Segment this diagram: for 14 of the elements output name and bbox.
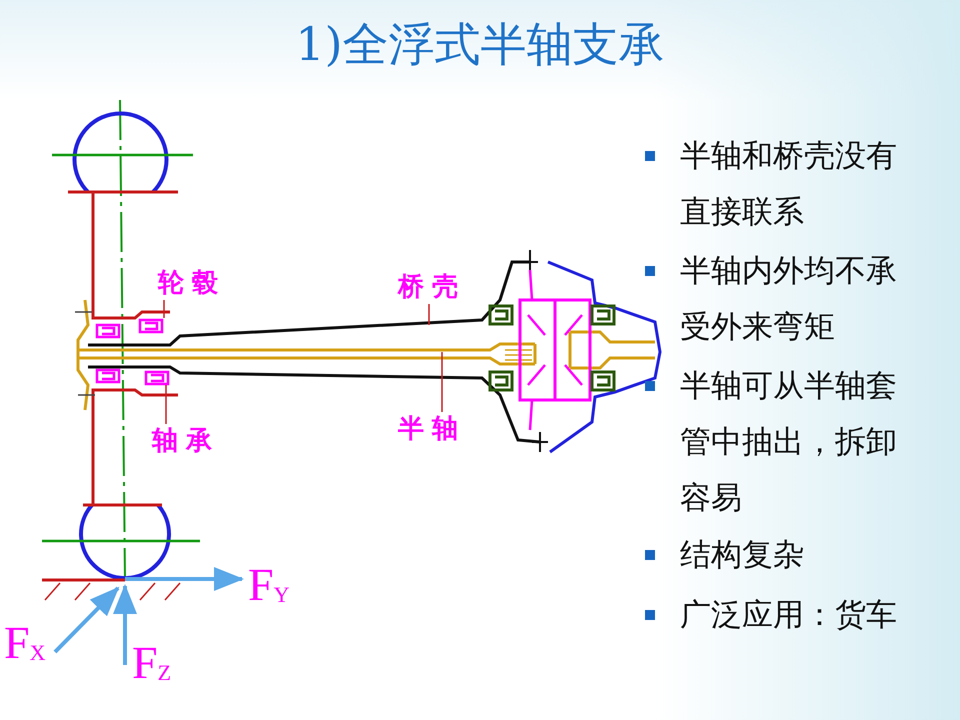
leader-line <box>428 304 430 325</box>
bullet-text: 半轴和桥壳没有直接联系 <box>680 137 898 232</box>
leader-line <box>441 352 443 412</box>
part-label: 轮毂 <box>150 266 234 300</box>
bullet-text: 半轴内外均不承受外来弯矩 <box>680 252 898 347</box>
bullet-text: 半轴可从半轴套管中抽出，拆卸容易 <box>680 367 898 518</box>
part-label: 轴承 <box>144 424 228 458</box>
leader-line <box>163 300 165 318</box>
part-label: 半轴 <box>390 412 474 446</box>
leader-line <box>165 385 167 424</box>
part-label: 桥壳 <box>390 270 474 304</box>
title: 1)全浮式半轴支承 <box>294 16 666 73</box>
bullet-text: 广泛应用：货车 <box>680 596 898 635</box>
bullet-text: 结构复杂 <box>680 536 805 575</box>
